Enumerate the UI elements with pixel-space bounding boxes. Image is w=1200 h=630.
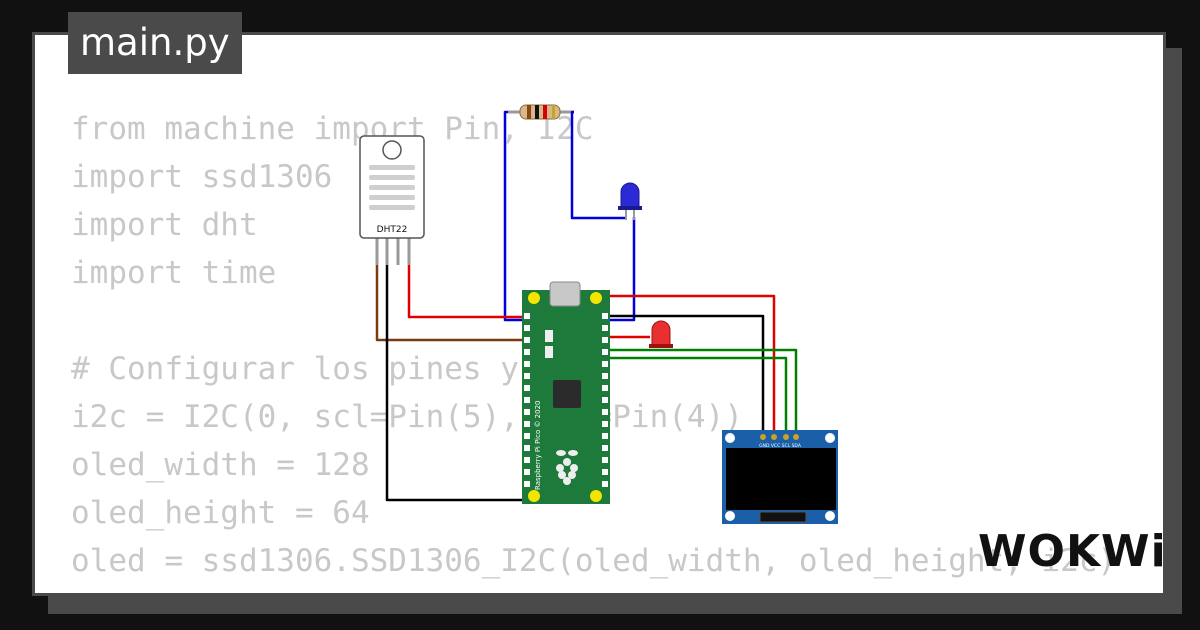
wire-green [530, 356, 788, 435]
sensor-label: DHT22 [377, 225, 408, 235]
raspberry-pi-pico[interactable]: Raspberry Pi Pico © 2020 [522, 281, 610, 504]
code-line: from machine import Pin, I2C [71, 111, 594, 147]
file-tab[interactable]: main.py [68, 12, 242, 74]
red-led[interactable] [649, 320, 673, 348]
code-line: import ssd1306 [71, 159, 333, 195]
dht22-sensor[interactable]: DHT22 [359, 135, 425, 265]
code-line: i2c = I2C(0, scl=Pin(5), sda=Pin(4)) [71, 399, 743, 435]
code-line: import dht [71, 207, 258, 243]
code-line: import time [71, 255, 277, 291]
wires [375, 110, 798, 502]
resistor[interactable] [508, 104, 574, 120]
code-line: oled_height = 64 [71, 495, 370, 531]
wire-brown [375, 262, 530, 342]
wire-black [385, 262, 530, 502]
wire-red [600, 294, 776, 435]
oled-display[interactable]: GND VCC SCL SDA [722, 430, 838, 524]
wire-green [530, 348, 798, 435]
wire-blue [503, 110, 636, 322]
wire-blue [570, 110, 626, 220]
code-background: from machine import Pin, I2C import ssd13… [71, 105, 1116, 585]
code-line: oled = ssd1306.SSD1306_I2C(oled_width, o… [71, 543, 1117, 579]
wire-red [407, 262, 530, 319]
blue-led[interactable] [618, 182, 642, 220]
code-line: oled_width = 128 [71, 447, 370, 483]
pico-label: Raspberry Pi Pico © 2020 [534, 401, 542, 491]
code-line: # Configurar los pines y I2C [71, 351, 594, 387]
oled-pin-labels: GND VCC SCL SDA [759, 443, 802, 449]
wokwi-logo: WOKWi [978, 526, 1167, 577]
raspberry-logo [556, 450, 578, 485]
